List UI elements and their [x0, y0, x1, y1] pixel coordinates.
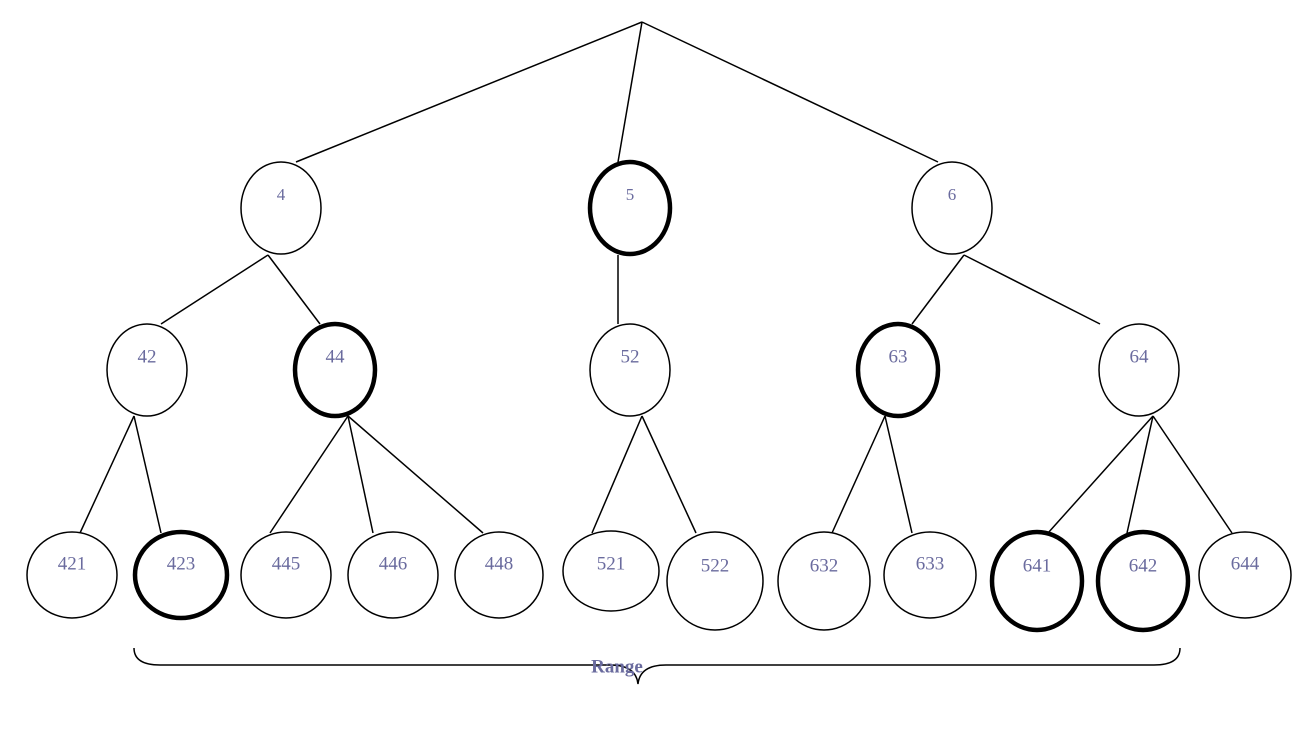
- node-64: 64: [1098, 323, 1180, 417]
- node-circle-52: [589, 323, 671, 417]
- node-label-522: 522: [701, 555, 730, 576]
- node-circle-4: [240, 161, 322, 255]
- node-641: 641: [989, 529, 1085, 633]
- node-label-448: 448: [485, 553, 514, 574]
- edge-64-644: [1152, 415, 1233, 534]
- node-circle-42: [106, 323, 188, 417]
- node-42: 42: [106, 323, 188, 417]
- node-521: 521: [562, 530, 660, 612]
- node-circle-632: [777, 531, 871, 631]
- edge-64-641: [1047, 415, 1154, 534]
- node-label-44: 44: [326, 346, 346, 367]
- node-632: 632: [777, 531, 871, 631]
- node-circle-446: [347, 531, 439, 619]
- edge-52-522: [641, 415, 697, 534]
- tree-edges: [79, 21, 1233, 534]
- node-642: 642: [1095, 529, 1191, 633]
- edge-root-6: [641, 21, 939, 163]
- node-circle-522: [666, 531, 764, 631]
- edge-44-446: [347, 415, 374, 534]
- node-633: 633: [883, 531, 977, 619]
- range-label: Range: [591, 656, 643, 677]
- node-label-423: 423: [167, 553, 196, 574]
- node-52: 52: [589, 323, 671, 417]
- node-label-4: 4: [277, 185, 286, 204]
- edge-44-448: [347, 415, 484, 534]
- node-circle-63: [855, 321, 941, 419]
- node-label-521: 521: [597, 553, 626, 574]
- node-label-633: 633: [916, 553, 945, 574]
- edge-6-64: [963, 254, 1101, 325]
- node-4: 4: [240, 161, 322, 255]
- edge-64-642: [1126, 415, 1154, 534]
- node-circle-521: [562, 530, 660, 612]
- node-circle-633: [883, 531, 977, 619]
- node-644: 644: [1198, 531, 1292, 619]
- node-label-446: 446: [379, 553, 408, 574]
- node-label-63: 63: [889, 346, 908, 367]
- edge-63-633: [884, 415, 913, 534]
- node-6: 6: [911, 161, 993, 255]
- edge-42-423: [133, 415, 162, 534]
- node-circle-445: [240, 531, 332, 619]
- edge-42-421: [79, 415, 135, 534]
- node-circle-644: [1198, 531, 1292, 619]
- range-brace: [133, 647, 1181, 685]
- node-circle-6: [911, 161, 993, 255]
- node-label-5: 5: [626, 185, 635, 204]
- edge-root-4: [295, 21, 643, 163]
- node-circle-448: [454, 531, 544, 619]
- node-circle-5: [587, 159, 673, 257]
- node-label-64: 64: [1130, 346, 1150, 367]
- node-423: 423: [132, 529, 230, 621]
- edge-root-5: [617, 21, 643, 163]
- node-421: 421: [26, 531, 118, 619]
- node-circle-44: [292, 321, 378, 419]
- node-circle-64: [1098, 323, 1180, 417]
- node-label-641: 641: [1023, 555, 1052, 576]
- edge-44-445: [269, 415, 349, 534]
- node-circle-423: [132, 529, 230, 621]
- node-circle-421: [26, 531, 118, 619]
- node-label-642: 642: [1129, 555, 1158, 576]
- edge-63-632: [831, 415, 886, 534]
- node-445: 445: [240, 531, 332, 619]
- edge-6-63: [911, 254, 965, 325]
- node-label-42: 42: [138, 346, 157, 367]
- node-label-632: 632: [810, 555, 839, 576]
- edge-4-42: [160, 254, 269, 325]
- node-label-644: 644: [1231, 553, 1260, 574]
- node-label-52: 52: [621, 346, 640, 367]
- node-label-445: 445: [272, 553, 301, 574]
- node-63: 63: [855, 321, 941, 419]
- node-44: 44: [292, 321, 378, 419]
- edge-4-44: [267, 254, 321, 325]
- node-circle-642: [1095, 529, 1191, 633]
- node-label-421: 421: [58, 553, 87, 574]
- edge-52-521: [591, 415, 643, 534]
- node-5: 5: [587, 159, 673, 257]
- node-446: 446: [347, 531, 439, 619]
- node-448: 448: [454, 531, 544, 619]
- node-circle-641: [989, 529, 1085, 633]
- node-label-6: 6: [948, 185, 957, 204]
- node-522: 522: [666, 531, 764, 631]
